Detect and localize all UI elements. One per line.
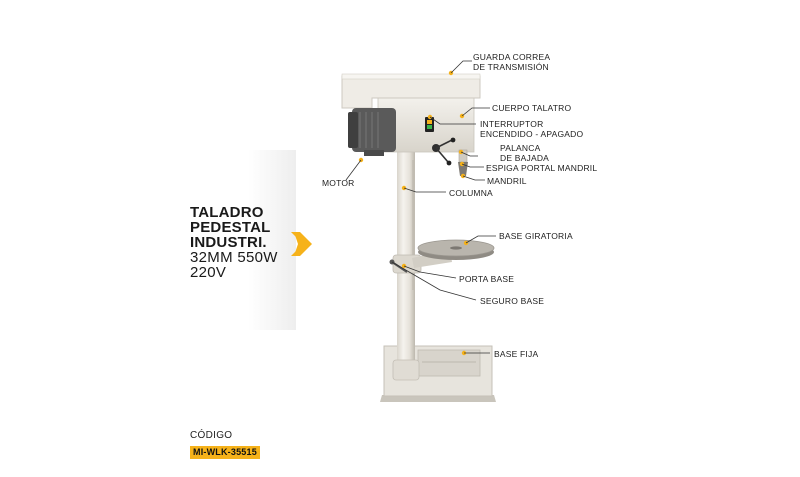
callout-base-giratoria: BASE GIRATORIA: [499, 231, 573, 241]
callout-interruptor-line2: ENCENDIDO - APAGADO: [480, 129, 584, 139]
callout-guarda-correa: GUARDA CORREA DE TRANSMISIÓN: [473, 52, 550, 72]
callout-columna: COLUMNA: [449, 188, 493, 198]
callout-palanca: PALANCA DE BAJADA: [500, 143, 549, 163]
callout-mandril: MANDRIL: [487, 176, 527, 186]
code-value-badge: MI-WLK-35515: [190, 446, 260, 459]
base-fija-shadow: [380, 395, 496, 402]
base-fija-slot: [417, 349, 481, 377]
chevron-right-icon: [291, 232, 312, 256]
product-title-block: TALADRO PEDESTAL INDUSTRI. 32MM 550W 220…: [190, 205, 300, 280]
motor-shape: [352, 108, 396, 152]
product-spec-line1: 32MM 550W: [190, 249, 278, 266]
callout-interruptor-line1: INTERRUPTOR: [480, 119, 544, 129]
product-title-line2: PEDESTAL: [190, 219, 271, 236]
callout-cuerpo: CUERPO TALATRO: [492, 103, 572, 113]
column-flange: [392, 359, 420, 381]
product-code-block: CÓDIGO MI-WLK-35515: [190, 430, 260, 460]
callout-interruptor: INTERRUPTOR ENCENDIDO - APAGADO: [480, 119, 583, 139]
callout-palanca-line1: PALANCA: [500, 143, 541, 153]
leader-lines: [345, 60, 496, 354]
callout-motor: MOTOR: [322, 178, 355, 188]
callout-guarda-line1: GUARDA CORREA: [473, 52, 551, 62]
callout-base-fija: BASE FIJA: [494, 349, 539, 359]
product-title-line1: TALADRO: [190, 204, 264, 221]
product-spec-line2: 220V: [190, 264, 227, 281]
code-label: CÓDIGO: [190, 430, 233, 441]
callout-seguro-base: SEGURO BASE: [480, 296, 545, 306]
chevron-panel: [248, 150, 296, 330]
callout-palanca-line2: DE BAJADA: [500, 153, 550, 163]
product-title-line3: INDUSTRI.: [190, 234, 267, 251]
callout-espiga: ESPIGA PORTAL MANDRIL: [486, 163, 598, 173]
callout-guarda-line2: DE TRANSMISIÓN: [473, 62, 549, 72]
callout-porta-base: PORTA BASE: [459, 274, 515, 284]
